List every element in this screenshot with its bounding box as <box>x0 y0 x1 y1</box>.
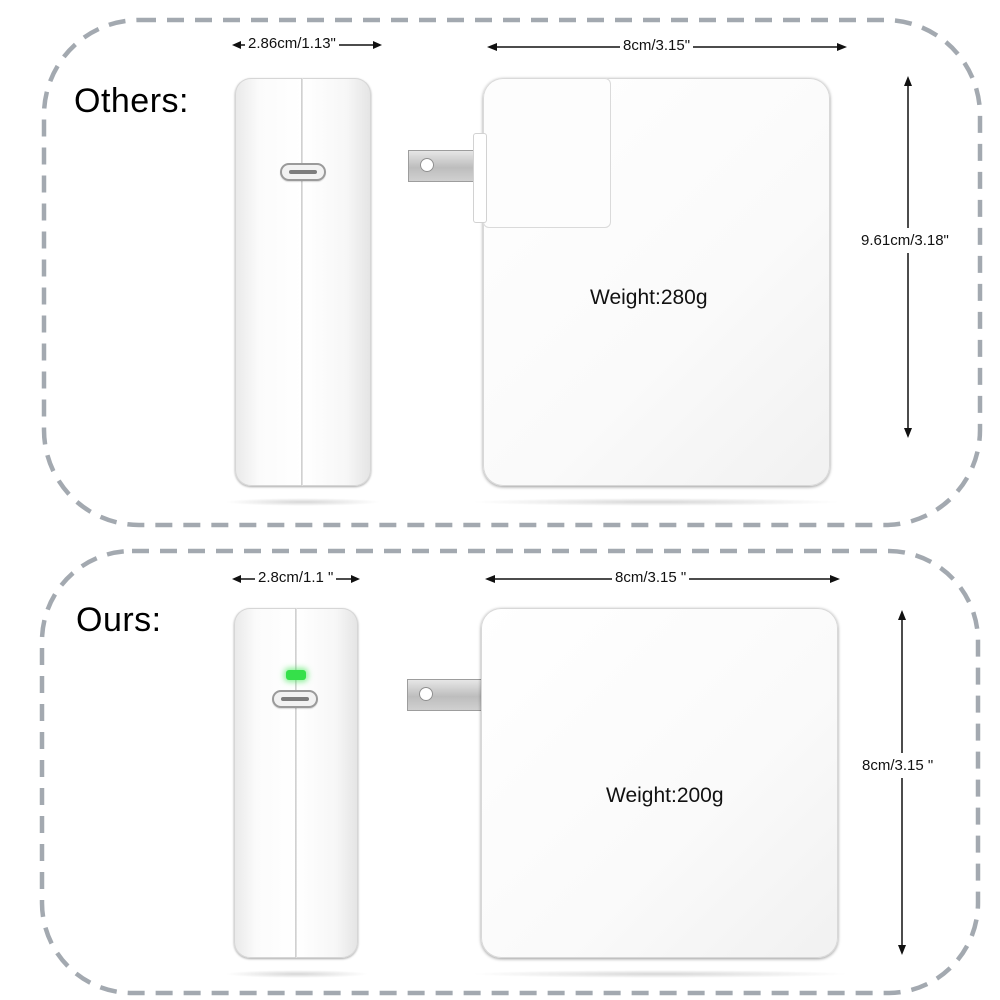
ours-dashed-border <box>39 548 981 996</box>
usb-c-port-icon <box>272 690 318 708</box>
ours-height-label: 8cm/3.15 " <box>862 753 934 778</box>
ours-side-width-label: 2.8cm/1.1 " <box>255 569 337 586</box>
power-led-icon <box>286 670 306 680</box>
others-charger-front-view <box>473 78 830 486</box>
ours-charger-side-view <box>234 608 358 958</box>
ours-front-shadow <box>470 970 850 978</box>
others-dashed-border <box>41 17 983 528</box>
others-charger-side-view <box>235 78 371 486</box>
ours-side-shadow <box>225 970 369 978</box>
others-height-arrow <box>904 76 912 438</box>
others-plug-housing <box>483 78 611 228</box>
plug-prong-icon <box>408 680 484 710</box>
others-height-label: 9.61cm/3.18" <box>861 228 949 253</box>
ours-charger-seam <box>295 608 297 958</box>
others-side-width-label: 2.86cm/1.13" <box>245 35 339 52</box>
others-front-width-label: 8cm/3.15" <box>620 37 694 54</box>
ours-title: Ours: <box>76 601 162 639</box>
ours-front-width-label: 8cm/3.15 " <box>612 569 690 586</box>
ours-height-arrow <box>898 610 906 955</box>
others-weight-label: Weight:280g <box>590 286 708 309</box>
plug-prong-icon <box>409 151 485 181</box>
others-side-shadow <box>225 498 381 506</box>
others-charger-seam <box>301 78 303 486</box>
others-plug-hinge <box>473 133 487 223</box>
usb-c-port-icon <box>280 163 326 181</box>
ours-panel: Ours: 2.8cm/1.1 " 8cm/3.15 " 8cm/3.15 " … <box>0 535 1000 1000</box>
others-front-shadow <box>470 498 842 506</box>
others-title: Others: <box>74 82 189 120</box>
ours-charger-front-view <box>481 608 838 958</box>
ours-weight-label: Weight:200g <box>606 784 724 807</box>
others-panel: Others: 2.86cm/1.13" 8cm/3.15" 9.61cm/3.… <box>41 17 983 528</box>
